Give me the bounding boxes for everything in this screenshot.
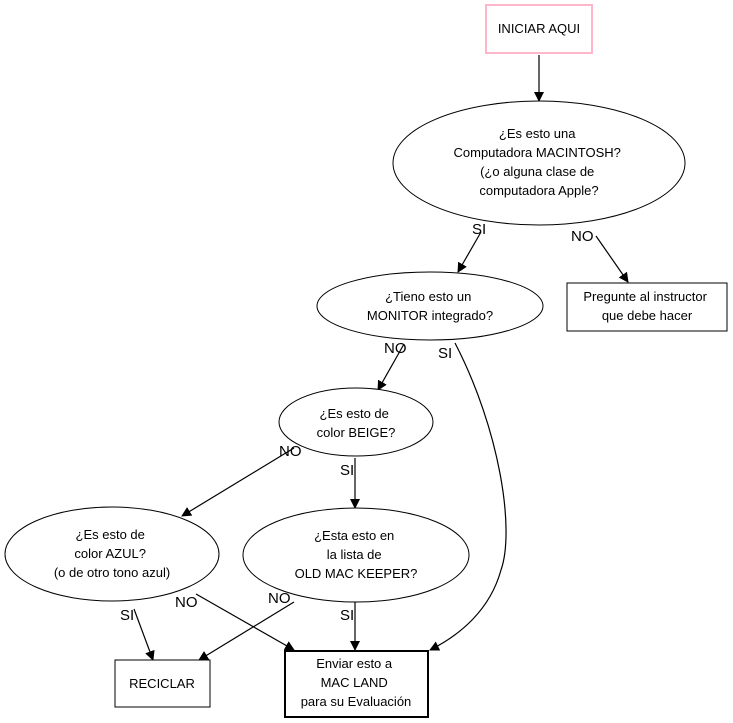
svg-text:¿Es esto de color AZUL?: ¿Es esto de color AZUL? (o de otro tono … bbox=[54, 527, 170, 580]
node-has-monitor: ¿Tieno esto un MONITOR integrado? bbox=[316, 271, 544, 341]
edge-blue-no bbox=[195, 593, 295, 651]
node-has-monitor-line-2: MONITOR integrado? bbox=[367, 308, 493, 323]
node-is-blue: ¿Es esto de color AZUL? (o de otro tono … bbox=[4, 506, 220, 602]
node-is-blue-line-2: color AZUL? bbox=[74, 546, 146, 561]
edge-blue-si bbox=[133, 608, 155, 661]
edge-labels: SI NO NO SI NO SI SI NO NO SI bbox=[120, 221, 594, 624]
edge-list-no bbox=[198, 601, 295, 661]
node-recycle: RECICLAR bbox=[114, 659, 211, 708]
node-recycle-box bbox=[114, 659, 211, 708]
svg-text:¿Es esto una Computadora: ¿Es esto una Computadora MACINTOSH? (¿o … bbox=[454, 126, 625, 198]
node-send-mac-land-line-3: para su Evaluación bbox=[301, 694, 412, 709]
edge-label-list-si: SI bbox=[340, 607, 354, 624]
node-is-beige-line-1: ¿Es esto de bbox=[320, 406, 389, 421]
node-send-mac-land-line-2: MAC LAND bbox=[321, 675, 388, 690]
node-in-list-shape bbox=[242, 507, 470, 603]
edge-is-mac-si bbox=[457, 231, 482, 273]
node-ask-instructor-line-2: que debe hacer bbox=[602, 308, 693, 323]
node-has-monitor-line-1: ¿Tieno esto un bbox=[385, 289, 471, 304]
edge-monitor-si bbox=[429, 342, 507, 651]
edge-monitor-no bbox=[377, 343, 405, 391]
node-in-list-line-3: OLD MAC KEEPER? bbox=[295, 566, 418, 581]
svg-text:RECICLAR: RECICLAR bbox=[129, 676, 195, 691]
edge-label-monitor-no: NO bbox=[384, 340, 407, 357]
node-is-mac-shape bbox=[392, 100, 686, 226]
edge-label-list-no: NO bbox=[268, 590, 291, 607]
node-is-beige-shape bbox=[278, 387, 434, 457]
node-start: INICIAR AQUI bbox=[485, 4, 593, 54]
node-is-mac-line-3: (¿o alguna clase de bbox=[480, 164, 594, 179]
node-start-label: INICIAR AQUI bbox=[498, 21, 580, 36]
node-is-blue-line-3: (o de otro tono azul) bbox=[54, 565, 170, 580]
edge-label-blue-no: NO bbox=[175, 594, 198, 611]
edge-label-monitor-si: SI bbox=[438, 345, 452, 362]
edge-label-beige-si: SI bbox=[340, 462, 354, 479]
node-has-monitor-shape bbox=[316, 271, 544, 341]
node-in-list: ¿Esta esto en la lista de OLD MAC KEEPER… bbox=[242, 507, 470, 603]
edge-label-beige-no: NO bbox=[279, 443, 302, 460]
node-send-mac-land-line-1: Enviar esto a bbox=[316, 656, 393, 671]
node-is-mac-line-1: ¿Es esto una bbox=[499, 126, 576, 141]
node-send-mac-land: Enviar esto a MAC LAND para su Evaluació… bbox=[284, 650, 429, 718]
node-is-blue-shape bbox=[4, 506, 220, 602]
svg-text:INICIAR AQUI: INICIAR AQUI bbox=[498, 21, 580, 36]
node-is-blue-line-1: ¿Es esto de bbox=[76, 527, 145, 542]
node-ask-instructor: Pregunte al instructor que debe hacer bbox=[566, 282, 728, 332]
svg-text:¿Esta esto en la lista d: ¿Esta esto en la lista de OLD MAC KEEPER… bbox=[295, 528, 418, 581]
svg-text:¿Es esto de color BEIGE?: ¿Es esto de color BEIGE? bbox=[317, 406, 396, 440]
node-send-mac-land-box bbox=[284, 650, 429, 718]
svg-text:Enviar esto a MAC LAND: Enviar esto a MAC LAND para su Evaluació… bbox=[301, 656, 412, 709]
node-in-list-line-2: la lista de bbox=[327, 547, 382, 562]
edge-label-mac-si: SI bbox=[472, 221, 486, 238]
node-is-mac-line-2: Computadora MACINTOSH? bbox=[454, 145, 621, 160]
node-is-beige-line-2: color BEIGE? bbox=[317, 425, 396, 440]
node-is-mac-line-4: computadora Apple? bbox=[479, 183, 598, 198]
svg-text:¿Tieno esto un MONITOR i: ¿Tieno esto un MONITOR integrado? bbox=[367, 289, 493, 323]
node-is-mac: ¿Es esto una Computadora MACINTOSH? (¿o … bbox=[392, 100, 686, 226]
node-in-list-line-1: ¿Esta esto en bbox=[314, 528, 394, 543]
edge-label-blue-si: SI bbox=[120, 607, 134, 624]
edges bbox=[133, 55, 629, 661]
node-start-box bbox=[485, 4, 593, 54]
edge-is-mac-no bbox=[595, 235, 629, 283]
edge-label-mac-no: NO bbox=[571, 228, 594, 245]
edge-beige-no bbox=[181, 447, 295, 517]
node-ask-instructor-box bbox=[566, 282, 728, 332]
node-ask-instructor-line-1: Pregunte al instructor bbox=[583, 289, 707, 304]
node-recycle-label: RECICLAR bbox=[129, 676, 195, 691]
svg-text:Pregunte al instructor q: Pregunte al instructor que debe hacer bbox=[583, 289, 710, 323]
node-is-beige: ¿Es esto de color BEIGE? bbox=[278, 387, 434, 457]
